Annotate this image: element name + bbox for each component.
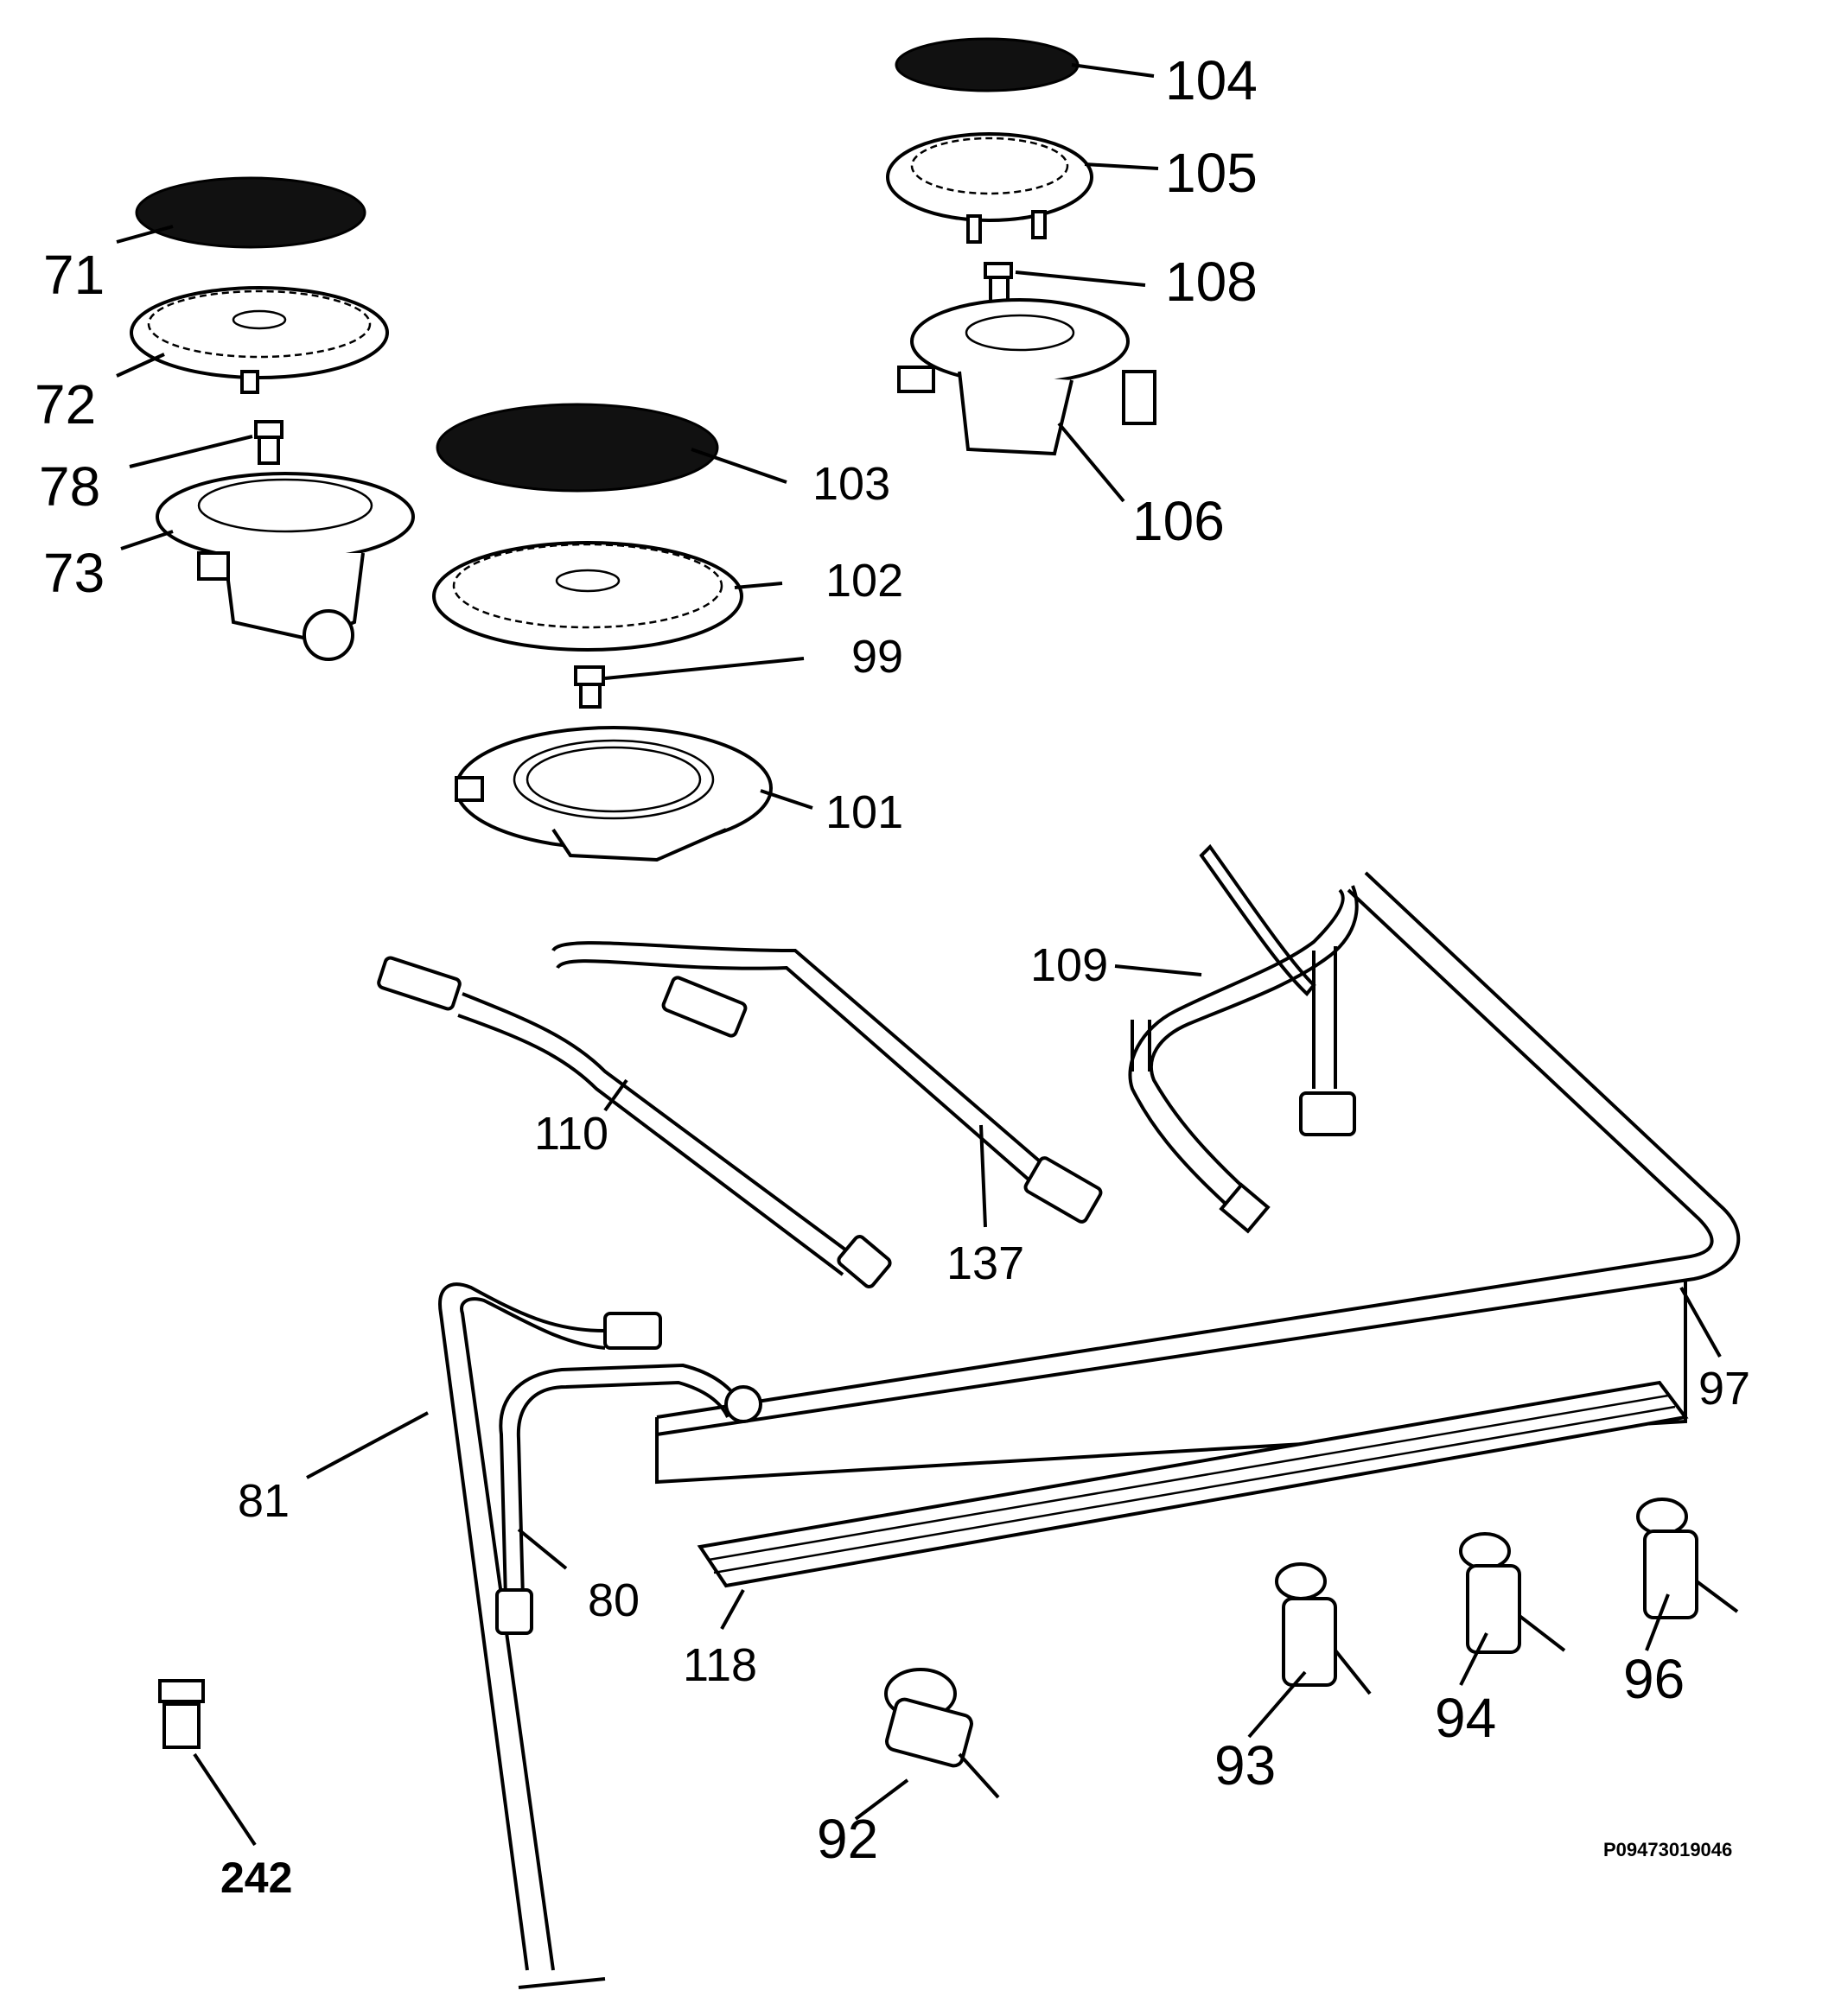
gas-tap-94 (1459, 1532, 1566, 1654)
burner-base-106 (897, 298, 1156, 456)
gas-tap-92 (884, 1668, 1000, 1799)
label-108: 108 (1165, 251, 1258, 313)
burner-crown-105 (886, 132, 1093, 244)
leader-lines (116, 63, 1722, 1847)
burner-cap-71 (135, 176, 366, 249)
label-106: 106 (1132, 490, 1225, 552)
gas-pipe-81 (438, 1282, 662, 1989)
injector-108 (984, 262, 1013, 305)
burner-cap-103 (436, 403, 719, 493)
label-72: 72 (35, 373, 96, 436)
gas-pipe-109 (1128, 843, 1359, 1234)
gas-pipe-137 (551, 941, 1103, 1224)
label-96: 96 (1623, 1648, 1685, 1710)
label-80: 80 (588, 1574, 640, 1626)
gas-pipe-110 (377, 956, 892, 1288)
valve-rail-118 (697, 1380, 1689, 1588)
burner-assembly-left (130, 176, 415, 661)
burner-base-73 (156, 472, 415, 661)
label-242: 242 (220, 1854, 292, 1902)
label-99: 99 (851, 631, 903, 683)
injector-78 (254, 420, 283, 465)
label-94: 94 (1435, 1687, 1496, 1749)
drawing-code: P09473019046 (1603, 1839, 1732, 1860)
label-71: 71 (43, 244, 105, 306)
label-137: 137 (946, 1237, 1024, 1289)
label-103: 103 (812, 458, 890, 510)
label-118: 118 (683, 1639, 757, 1691)
burner-assembly-middle (432, 403, 773, 862)
gas-pipe-97 (655, 871, 1741, 1485)
label-93: 93 (1214, 1734, 1276, 1797)
burner-crown-102 (432, 541, 743, 652)
label-78: 78 (39, 455, 100, 518)
gas-tap-96 (1636, 1498, 1739, 1619)
injector-99 (574, 665, 605, 709)
label-73: 73 (43, 542, 105, 604)
label-81: 81 (238, 1475, 290, 1527)
label-97: 97 (1698, 1363, 1750, 1415)
label-104: 104 (1165, 49, 1258, 111)
gas-tap-93 (1275, 1562, 1372, 1695)
label-110: 110 (534, 1108, 608, 1160)
burner-cap-104 (895, 37, 1080, 92)
burner-crown-72 (130, 286, 389, 394)
gas-pipe-80 (495, 1363, 762, 1635)
label-101: 101 (825, 786, 903, 838)
burner-assembly-right (886, 37, 1156, 456)
fitting-242 (158, 1679, 205, 1749)
label-109: 109 (1030, 939, 1108, 991)
part-labels: 71 72 78 73 103 102 99 101 104 105 108 1… (35, 49, 1750, 1902)
label-92: 92 (817, 1808, 878, 1870)
label-105: 105 (1165, 142, 1258, 204)
label-102: 102 (825, 555, 903, 607)
burner-base-101 (455, 726, 773, 862)
